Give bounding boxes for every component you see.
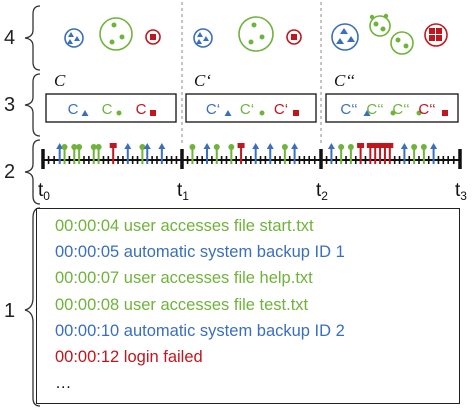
event-blue [143,143,151,164]
event-blue [291,143,299,164]
log-line: 00:00:08 user accesses file test.txt [55,295,309,314]
log-panel: 00:00:04 user accesses file start.txt 00:… [36,208,460,404]
log-line: 00:00:05 automatic system backup ID 1 [55,243,345,262]
cluster-blue [193,28,213,48]
cluster-red [145,29,161,45]
event-green [347,144,354,164]
event-blue [266,143,274,164]
event-red [376,143,384,164]
event-blue [203,143,211,164]
cluster-label: C‘ [206,101,220,118]
event-green [213,144,220,164]
cluster-red [424,23,448,47]
event-blue [430,143,438,164]
cluster-label: C‘ [274,101,288,118]
event-green [90,144,97,164]
event-green [338,144,345,164]
square-marker [293,110,299,116]
triangle-marker [363,110,371,116]
brace-row-1 [24,207,41,407]
event-blue [252,143,260,164]
window-2: C‘ C‘ C‘ C‘ [185,71,317,123]
window-3: C‘‘ C‘‘ C‘‘ C‘‘ C‘‘ [325,71,459,123]
cluster-label: C [68,101,79,118]
log-line: 00:00:12 login failed [55,348,203,366]
log-line: 00:00:07 user accesses file help.txt [55,269,313,288]
window-label: C‘‘ [334,71,355,90]
cluster-label: C‘‘ [366,101,383,118]
window-box [185,93,317,123]
cluster-label: C [136,101,147,118]
time-label-t3: t3 [455,180,467,203]
log-line: 00:00:10 automatic system backup ID 2 [55,321,345,340]
dot-marker [416,110,422,116]
log-line: … [55,374,72,393]
square-marker [442,110,448,116]
time-label-t2: t2 [316,180,328,203]
event-green [61,144,68,164]
brace-row-3 [24,73,41,137]
event-blue [400,143,408,164]
event-red [386,143,394,164]
dot-marker [390,110,396,116]
event-green [411,144,418,164]
event-green [420,144,427,164]
cluster-blue [331,23,359,51]
event-red [109,143,117,164]
cluster-green-large [369,13,414,55]
event-red [381,143,389,164]
dot-marker [116,110,122,116]
time-label-t0: t0 [38,180,50,203]
event-red [366,143,374,164]
row-label-2: 2 [4,161,15,183]
event-green [139,144,146,164]
event-green [189,144,196,164]
row-label-3: 3 [4,94,15,116]
cluster-group-window-1 [64,17,161,51]
event-green [71,144,78,164]
event-red [371,143,379,164]
cluster-group-window-2 [193,16,302,52]
cluster-green [99,17,133,51]
event-green [281,144,288,164]
square-marker [150,110,156,116]
time-label-t1: t1 [177,180,189,203]
row-label-1: 1 [4,300,15,322]
cluster-label: C‘ [240,101,254,118]
event-blue [158,143,166,164]
event-blue [56,143,64,164]
cluster-group-window-3 [331,13,448,55]
cluster-label: C‘‘ [340,101,357,118]
event-green [95,144,102,164]
cluster-label: C‘‘ [392,101,409,118]
window-box [325,93,459,123]
event-red [237,143,245,164]
event-red [357,143,365,164]
triangle-marker [81,110,89,116]
cluster-green-small [369,15,391,37]
event-timeline [41,143,462,169]
cluster-blue [64,28,84,48]
brace-row-2 [24,139,41,205]
cluster-label: C‘‘ [418,101,435,118]
event-green [76,144,83,164]
dot-marker [259,110,265,116]
event-blue [327,143,335,164]
event-blue [124,143,132,164]
window-label: C‘ [194,71,211,90]
row-label-4: 4 [4,27,15,49]
triangle-marker [224,110,232,116]
brace-row-4 [24,5,41,71]
window-box [45,93,177,123]
cluster-green [238,16,274,52]
event-green [228,144,235,164]
window-label: C [54,71,66,90]
cluster-red [286,29,302,45]
log-line: 00:00:04 user accesses file start.txt [55,217,314,235]
cluster-label: C [102,101,113,118]
